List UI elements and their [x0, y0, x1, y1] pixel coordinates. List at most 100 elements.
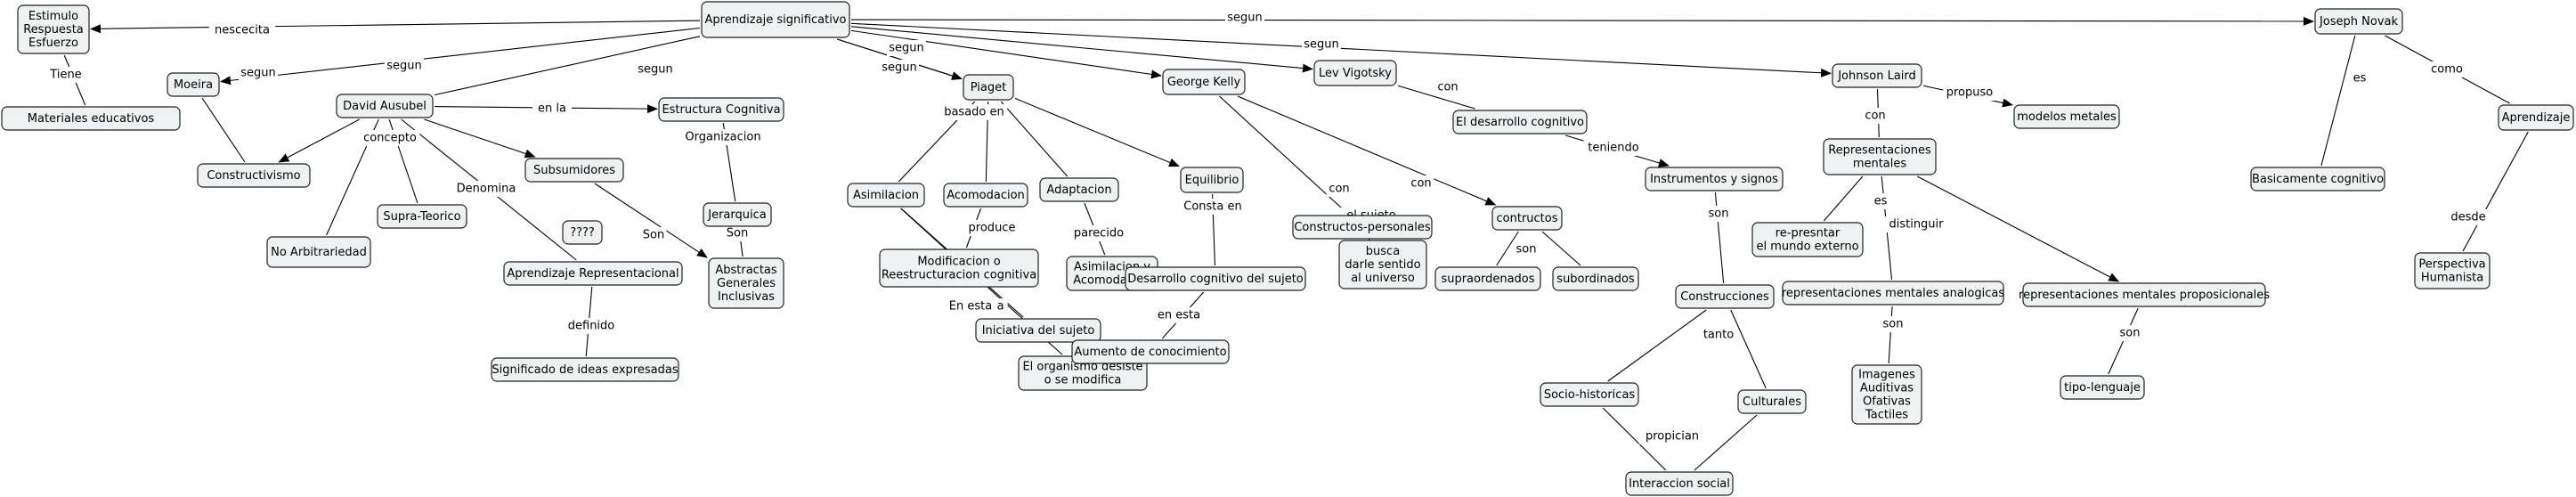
concept-basicamente[interactable]: Basicamente cognitivo	[2250, 167, 2385, 191]
concept-ausubel[interactable]: David Ausubel	[336, 94, 434, 118]
concept-constructivismo[interactable]: Constructivismo	[197, 163, 311, 188]
link-contructos-to-supraordenados	[1496, 231, 1519, 266]
concept-aumento[interactable]: Aumento de conocimiento	[1071, 339, 1230, 364]
concept-modelos[interactable]: modelos metales	[2013, 104, 2120, 129]
concept-rep-analogicas[interactable]: representaciones mentales analogicas	[1782, 281, 2004, 306]
concept-equilibrio[interactable]: Equilibrio	[1180, 167, 1244, 193]
link-representaciones-to-representar	[1823, 175, 1864, 222]
concept-supra-teorico[interactable]: Supra-Teorico	[377, 204, 467, 229]
concept-no-arbitrariedad[interactable]: No Arbitrariedad	[266, 236, 371, 268]
concept-box	[703, 202, 772, 227]
concept-label: ????	[570, 226, 595, 240]
concept-box	[1338, 240, 1427, 289]
concept-laird[interactable]: Johnson Laird	[1832, 63, 1922, 88]
concept-subordinados[interactable]: subordinados	[1552, 266, 1639, 291]
concept-constructos-personales[interactable]: Constructos-personales	[1292, 215, 1433, 240]
link-label-background	[1638, 428, 1706, 444]
concept-desarrollo-sujeto[interactable]: Desarrollo cognitivo del sujeto	[1125, 266, 1306, 291]
concept-piaget[interactable]: Piaget	[963, 74, 1014, 101]
concept-label: subordinados	[1556, 273, 1635, 286]
concept-acomodacion[interactable]: Acomodacion	[943, 183, 1028, 208]
link-label-background	[1705, 206, 1732, 222]
concept-box	[562, 220, 603, 245]
concept-aprendizaje-significativo[interactable]: Aprendizaje significativo	[701, 1, 850, 38]
concept-adaptacion[interactable]: Adaptacion	[1039, 177, 1119, 202]
concept-label: No Arbitrariedad	[271, 246, 367, 259]
concept-estructura[interactable]: Estructura Cognitiva	[658, 97, 784, 122]
concept-culturales[interactable]: Culturales	[1737, 389, 1807, 414]
link-label-denomina: Denomina	[457, 183, 516, 196]
concept-label: supraordenados	[1441, 273, 1534, 286]
link-label-basado_en: basado en	[944, 106, 1004, 119]
link-label-background	[1699, 327, 1738, 343]
concept-aprendizaje[interactable]: Aprendizaje	[2498, 104, 2574, 131]
concept-label: modelos metales	[2017, 110, 2117, 124]
link-label-background	[2430, 61, 2464, 77]
concept-box	[1491, 206, 1563, 231]
link-label-segun_ausubel: segun	[386, 60, 422, 73]
concept-label: David Ausubel	[343, 100, 427, 113]
concept-interaccion[interactable]: Interaccion social	[1625, 471, 1734, 496]
concept-rep-proposicionales[interactable]: representaciones mentales proposicionale…	[2019, 282, 2270, 307]
concept-label: Joseph Novak	[2319, 15, 2399, 29]
link-label-background	[724, 225, 751, 241]
concept-moeira[interactable]: Moeira	[167, 72, 220, 97]
concept-kelly[interactable]: George Kelly	[1162, 69, 1246, 95]
link-culturales-to-interaccion	[1694, 414, 1758, 471]
link-label-background	[944, 298, 997, 314]
link-label-background	[2350, 70, 2369, 86]
link-label-background	[1943, 85, 1996, 101]
concept-box	[1313, 60, 1397, 86]
link-aprendizaje_significativo-to-kelly	[850, 29, 1162, 79]
link-vigotsky-to-desarrollo_cognitivo	[1397, 85, 1475, 110]
concept-iniciativa[interactable]: Iniciativa del sujeto	[975, 318, 1101, 343]
concept-label: Estructura Cognitiva	[662, 103, 780, 117]
concept-box	[1039, 177, 1119, 202]
link-kelly-to-constructos_personales	[1219, 95, 1348, 215]
link-label-background	[1152, 307, 1206, 323]
link-kelly-to-contructos	[1237, 95, 1497, 206]
concept-tipo-lenguaje[interactable]: tipo-lenguaje	[2060, 375, 2145, 400]
link-label-background	[1225, 10, 1264, 26]
link-label-background	[1302, 37, 1341, 53]
concept-box	[17, 4, 90, 54]
link-label-background	[2117, 325, 2143, 341]
concept-instrumentos[interactable]: Instrumentos y signos	[1645, 167, 1784, 191]
concept-significado[interactable]: Significado de ideas expresadas	[491, 357, 679, 382]
link-label-como: como	[2431, 63, 2463, 77]
concept-socio[interactable]: Socio-historicas	[1540, 382, 1639, 407]
concept-materiales[interactable]: Materiales educativos	[1, 106, 181, 131]
concept-asimilacion[interactable]: Asimilacion	[847, 183, 925, 208]
concept-construcciones[interactable]: Construcciones	[1675, 284, 1775, 309]
concept-box	[1071, 339, 1230, 364]
concept-box	[2022, 282, 2266, 307]
concept-desarrollo-cognitivo[interactable]: El desarrollo cognitivo	[1452, 110, 1588, 134]
concept-box	[1751, 222, 1864, 257]
concept-vigotsky[interactable]: Lev Vigotsky	[1313, 60, 1397, 86]
concept-subsumidores[interactable]: Subsumidores	[524, 158, 624, 183]
concept-novak[interactable]: Joseph Novak	[2314, 8, 2403, 35]
concept-aprendizaje-rep[interactable]: Aprendizaje Representacional	[503, 261, 683, 286]
concept-label: Materiales educativos	[28, 112, 155, 126]
link-label-background	[1862, 108, 1889, 124]
concept-qqqq[interactable]: ????	[562, 220, 603, 245]
concept-box	[1, 106, 181, 131]
concept-supraordenados[interactable]: supraordenados	[1434, 266, 1541, 291]
link-label-background	[208, 22, 276, 38]
concept-contructos[interactable]: contructos	[1491, 206, 1563, 231]
concept-box	[708, 257, 784, 309]
link-label-background	[679, 129, 767, 145]
concept-jerarquica[interactable]: Jerarquica	[703, 202, 772, 227]
